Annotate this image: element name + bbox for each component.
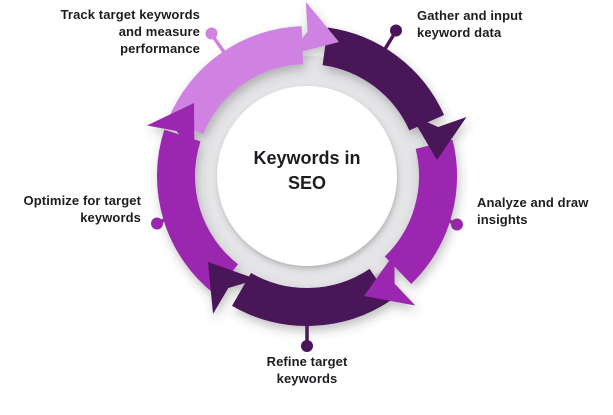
connector-dot-analyze [451,218,463,231]
label-refine-target-keywords: Refine target keywords [266,354,348,386]
label-optimize-target-keywords: Optimize for target keywords [23,193,141,225]
connector-dot-track [205,27,218,40]
arrowhead-analyze-icon [364,253,416,306]
center-circle [217,86,397,266]
arc-segment-gather [322,27,445,131]
center-title-line1: Keywords in [253,148,361,168]
arrowhead-track-icon [288,1,339,56]
label-track-target-keywords: Track target keywords and measure perfor… [60,7,200,56]
label-analyze-draw-insights: Analyze and draw insights [477,195,589,227]
connector-dot-refine [301,340,313,352]
center-title-line2: SEO [287,173,326,193]
connector-dot-optimize [151,217,163,230]
arc-segment-analyze [384,139,457,284]
cycle-segments [146,1,467,326]
label-gather-input-keyword-data: Gather and input keyword data [417,8,523,40]
arrowhead-refine-icon [208,262,258,314]
connector-dot-gather [390,24,402,37]
arc-segment-refine [232,268,391,326]
arrowhead-gather-icon [410,115,467,160]
arrowhead-optimize-icon [146,103,195,156]
diagram-center-title: Keywords in SEO [187,146,427,196]
